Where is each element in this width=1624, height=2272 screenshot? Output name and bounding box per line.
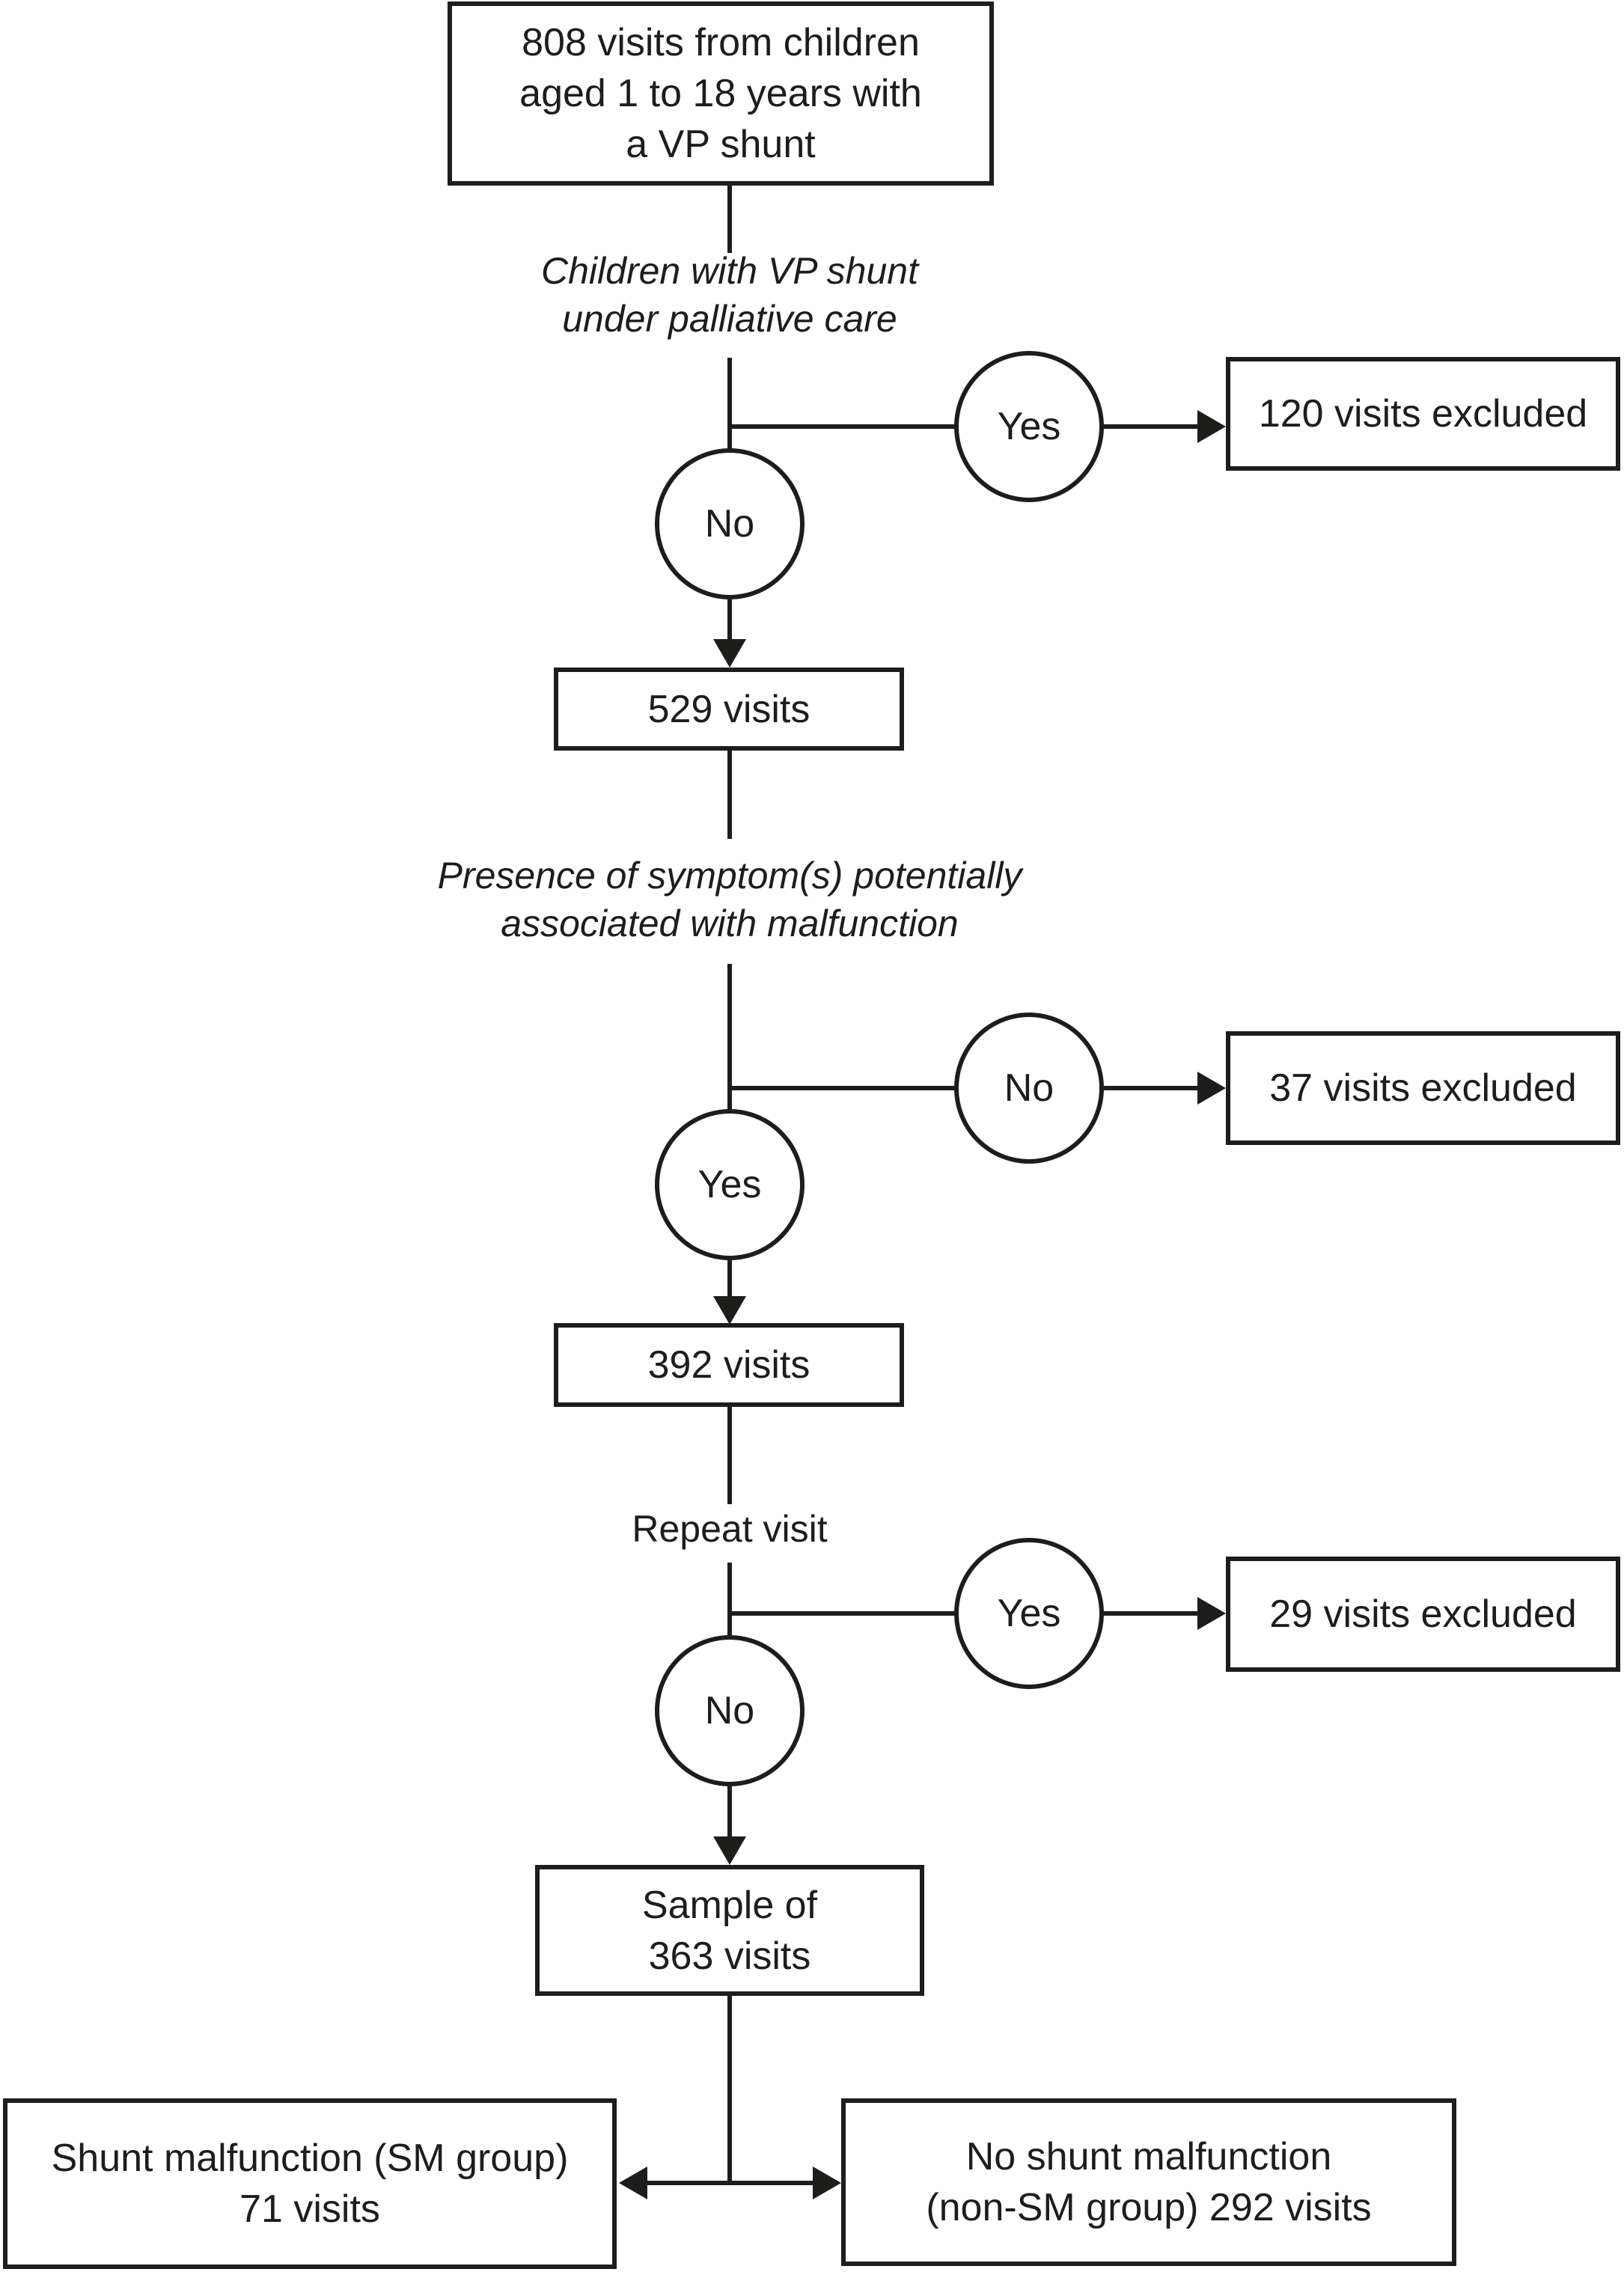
branch3-arrow-line [1102, 1611, 1202, 1616]
decision3-label: Repeat visit [505, 1505, 954, 1553]
decision2-yes-circle: Yes [655, 1109, 805, 1260]
connector-no1-to-529 [727, 597, 732, 644]
decision1-no-circle: No [655, 448, 805, 599]
start-box-line1: 808 visits from children [522, 21, 920, 64]
decision3-yes-text: Yes [997, 1592, 1061, 1635]
excluded-box-3: 29 visits excluded [1226, 1557, 1620, 1672]
count-box-392: 392 visits [554, 1323, 904, 1407]
arrowhead-to-sm-group [619, 2166, 647, 2199]
excluded-box-2: 37 visits excluded [1226, 1031, 1620, 1145]
connector-529-to-label2 [727, 749, 732, 839]
decision3-yes-circle: Yes [954, 1538, 1104, 1689]
decision3-no-text: No [704, 1689, 755, 1732]
count-box-529-text: 529 visits [647, 687, 811, 731]
connector-sample-to-split [727, 1994, 732, 2185]
start-box-line2: aged 1 to 18 years with [519, 72, 922, 115]
branch1-arrow-line [1102, 424, 1202, 429]
outcome-box-nonsm: No shunt malfunction (non-SM group) 292 … [841, 2098, 1456, 2266]
decision2-yes-text: Yes [697, 1163, 762, 1206]
decision2-label: Presence of symptom(s) potentially assoc… [281, 852, 1179, 947]
arrowhead-to-excluded-2 [1197, 1072, 1226, 1105]
branch1-line [727, 424, 956, 429]
decision2-no-circle: No [954, 1013, 1104, 1164]
sample-box: Sample of 363 visits [535, 1865, 924, 1996]
excluded-box-1: 120 visits excluded [1226, 357, 1620, 471]
arrowhead-to-392 [713, 1296, 746, 1325]
sample-box-line2: 363 visits [648, 1934, 811, 1978]
outcome-box-nonsm-line1: No shunt malfunction [965, 2135, 1332, 2178]
decision1-label-line2: under palliative care [562, 298, 897, 340]
decision1-label-line1: Children with VP shunt [541, 250, 918, 292]
count-box-529: 529 visits [554, 668, 904, 751]
branch3-line [727, 1611, 956, 1616]
decision2-no-text: No [1004, 1066, 1054, 1110]
branch2-line [727, 1086, 956, 1090]
arrowhead-to-529 [713, 639, 746, 668]
decision3-label-line1: Repeat visit [632, 1508, 828, 1550]
excluded-box-1-text: 120 visits excluded [1258, 392, 1588, 436]
outcome-box-nonsm-line2: (non-SM group) 292 visits [926, 2186, 1372, 2229]
count-box-392-text: 392 visits [647, 1343, 811, 1387]
branch2-arrow-line [1102, 1086, 1202, 1090]
arrowhead-to-excluded-1 [1197, 410, 1226, 443]
decision2-label-line2: associated with malfunction [501, 903, 959, 944]
connector-start-to-label1 [727, 185, 732, 253]
arrowhead-to-excluded-3 [1197, 1597, 1226, 1630]
excluded-box-3-text: 29 visits excluded [1269, 1592, 1577, 1636]
connector-no3-to-sample [727, 1784, 732, 1841]
start-box-line3: a VP shunt [626, 123, 816, 166]
decision2-label-line1: Presence of symptom(s) potentially [437, 855, 1022, 897]
connector-label1-to-no1 [727, 358, 732, 452]
decision1-no-text: No [704, 502, 755, 546]
connector-392-to-label3 [727, 1405, 732, 1504]
connector-yes2-to-392 [727, 1259, 732, 1301]
outcome-box-sm: Shunt malfunction (SM group) 71 visits [3, 2098, 617, 2269]
connector-label3-to-no3 [727, 1563, 732, 1639]
sample-box-line1: Sample of [641, 1883, 818, 1927]
decision1-yes-text: Yes [997, 405, 1061, 448]
excluded-box-2-text: 37 visits excluded [1269, 1066, 1577, 1110]
connector-label2-to-yes2 [727, 964, 732, 1112]
decision1-label: Children with VP shunt under palliative … [281, 247, 1179, 343]
arrowhead-to-sample [713, 1836, 746, 1865]
decision3-no-circle: No [655, 1635, 805, 1786]
split-line [640, 2181, 819, 2185]
arrowhead-to-nonsm-group [813, 2166, 841, 2199]
start-box: 808 visits from children aged 1 to 18 ye… [448, 1, 994, 186]
outcome-box-sm-line1: Shunt malfunction (SM group) [51, 2137, 569, 2180]
decision1-yes-circle: Yes [954, 351, 1104, 502]
outcome-box-sm-line2: 71 visits [239, 2187, 380, 2231]
